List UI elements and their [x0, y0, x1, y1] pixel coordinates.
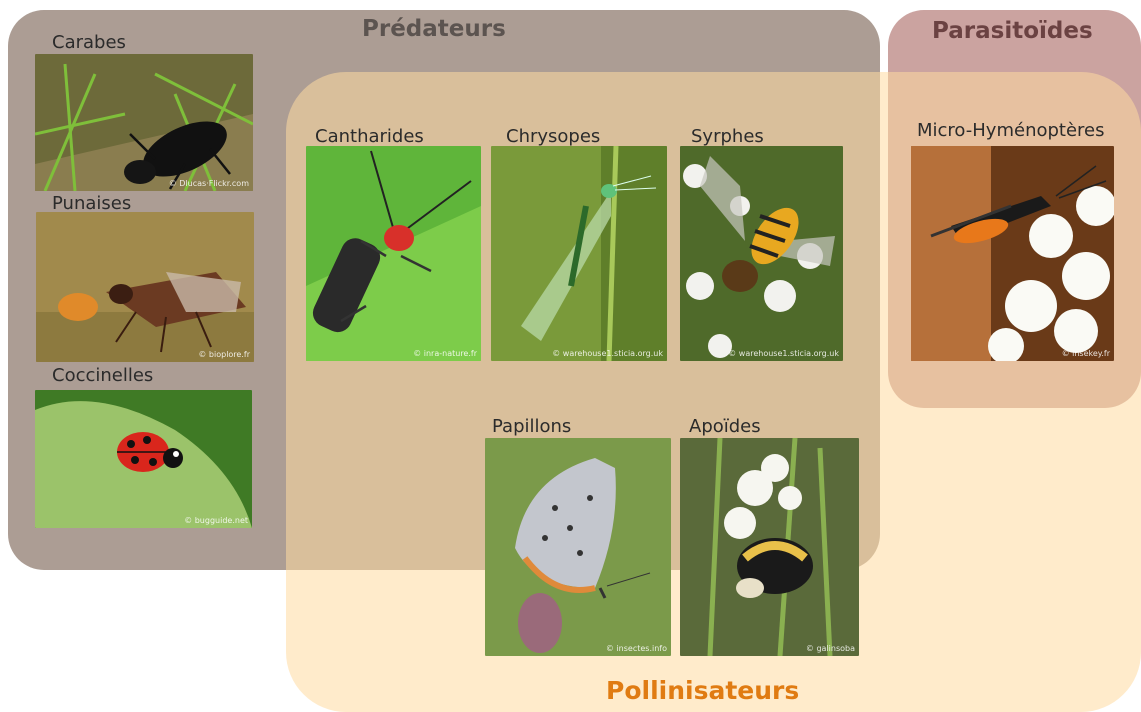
coccinelles-label: Coccinelles [52, 365, 153, 386]
soldier-beetle-image [306, 146, 481, 361]
chrysopes-credit: © warehouse1.sticia.org.uk [552, 349, 663, 358]
micro-hymenopteres-label: Micro-Hyménoptères [917, 120, 1105, 141]
carabes-label: Carabes [52, 32, 126, 53]
bumblebee-image [680, 438, 859, 656]
apoides-photo: © galinsoba [680, 438, 859, 656]
micro-hymenopteres-credit: © insekey.fr [1062, 349, 1110, 358]
hoverfly-image [680, 146, 843, 361]
parasitoides-title: Parasitoïdes [932, 18, 1093, 44]
wasp-image [911, 146, 1114, 361]
cantharides-credit: © inra-nature.fr [413, 349, 477, 358]
lacewing-image [491, 146, 667, 361]
chrysopes-photo: © warehouse1.sticia.org.uk [491, 146, 667, 361]
papillons-photo: © insectes.info [485, 438, 671, 656]
apoides-label: Apoïdes [689, 416, 761, 437]
carabes-photo: © Dlucas·Flickr.com [35, 54, 253, 191]
apoides-credit: © galinsoba [806, 644, 855, 653]
carabes-credit: © Dlucas·Flickr.com [169, 179, 249, 188]
micro-hymenopteres-photo: © insekey.fr [911, 146, 1114, 361]
syrphes-photo: © warehouse1.sticia.org.uk [680, 146, 843, 361]
butterfly-image [485, 438, 671, 656]
ladybird-image [35, 390, 252, 528]
cantharides-photo: © inra-nature.fr [306, 146, 481, 361]
papillons-label: Papillons [492, 416, 571, 437]
coccinelles-credit: © bugguide.net [184, 516, 248, 525]
papillons-credit: © insectes.info [606, 644, 667, 653]
bug-image [36, 212, 254, 362]
coccinelles-photo: © bugguide.net [35, 390, 252, 528]
punaises-credit: © bioplore.fr [198, 350, 250, 359]
syrphes-label: Syrphes [691, 126, 764, 147]
syrphes-credit: © warehouse1.sticia.org.uk [728, 349, 839, 358]
pollinisateurs-title: Pollinisateurs [606, 676, 799, 705]
punaises-photo: © bioplore.fr [36, 212, 254, 362]
cantharides-label: Cantharides [315, 126, 424, 147]
predateurs-title: Prédateurs [362, 16, 506, 42]
punaises-label: Punaises [52, 193, 131, 214]
ground-beetle-image [35, 54, 253, 191]
chrysopes-label: Chrysopes [506, 126, 600, 147]
